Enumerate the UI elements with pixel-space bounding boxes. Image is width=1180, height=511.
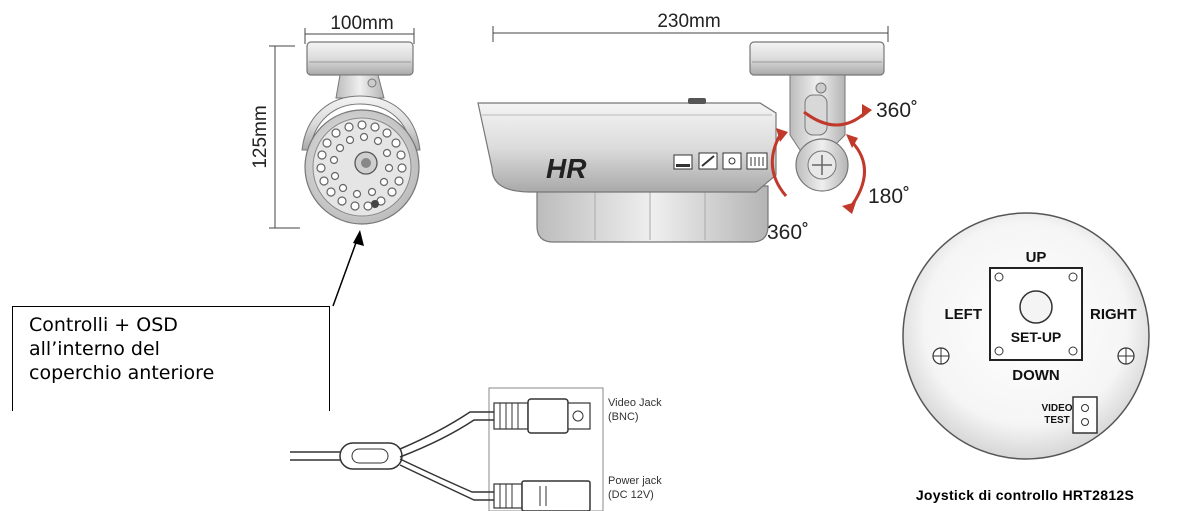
power-jack-label: Power jack [608, 475, 662, 487]
video-test-label-2: TEST [1044, 415, 1070, 426]
joystick-down-label: DOWN [1012, 367, 1060, 384]
pan-rotation-label: 360˚ [876, 99, 918, 122]
ir-housing [536, 185, 769, 243]
tilt-rotation-arrow [842, 134, 866, 214]
rotate-rotation-label: 360˚ [767, 221, 809, 244]
body-icons [673, 152, 768, 170]
ir-led-ring [316, 120, 407, 211]
side-mount-plate [749, 41, 885, 76]
cable-diagram: Video Jack (BNC) Power jack (DC 12V) [290, 387, 662, 511]
right-screw-icon [1117, 347, 1135, 365]
front-width-label: 100mm [330, 13, 393, 34]
callout-line-2: all’interno del [29, 338, 160, 360]
bnc-connector [493, 398, 591, 434]
length-label: 230mm [657, 11, 720, 32]
joystick-panel: SET-UP UP DOWN LEFT RIGHT VIDEO TEST [902, 212, 1150, 460]
joystick-center-label: SET-UP [1011, 329, 1062, 345]
video-test-connector[interactable] [1072, 396, 1098, 434]
left-screw-icon [932, 347, 950, 365]
rotate-rotation-arrow [770, 128, 788, 197]
callout-arrow [332, 230, 364, 307]
height-label: 125mm [250, 105, 271, 168]
callout-line-3: coperchio anteriore [29, 362, 215, 384]
side-view: 230mm HR [477, 11, 918, 244]
joystick-left-label: LEFT [945, 306, 983, 323]
controls-callout: Controlli + OSD all’interno del coperchi… [12, 306, 330, 411]
brand-logo: HR [546, 153, 587, 184]
joystick-caption: Joystick di controllo HRT2812S [915, 487, 1135, 503]
callout-line-1: Controlli + OSD [29, 314, 178, 336]
video-jack-label: Video Jack [608, 397, 662, 409]
tilt-rotation-label: 180˚ [868, 185, 910, 208]
power-jack-connector [493, 480, 591, 511]
video-test-label: VIDEO [1041, 403, 1072, 414]
camera-body [477, 102, 777, 193]
joystick-knob[interactable] [1019, 290, 1053, 324]
front-mount-plate [306, 41, 414, 76]
joystick-up-label: UP [1026, 249, 1047, 266]
light-sensor [371, 200, 379, 208]
pan-rotation-arrow [803, 104, 872, 127]
power-jack-type: (DC 12V) [608, 489, 654, 501]
video-jack-type: (BNC) [608, 411, 639, 423]
front-view: 100mm 125mm [250, 13, 421, 229]
joystick-right-label: RIGHT [1090, 306, 1137, 323]
